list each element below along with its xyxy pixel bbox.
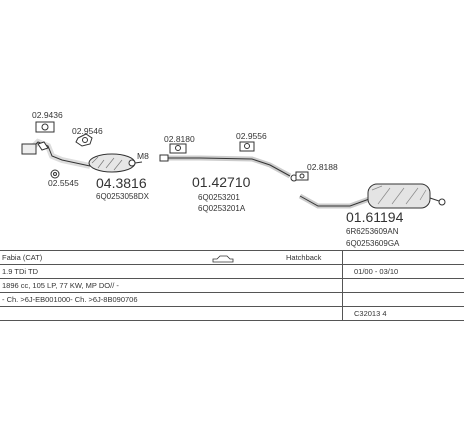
table-row-chassis: - Ch. >6J-EB001000- Ch. >6J-8B090706 bbox=[0, 294, 464, 305]
label-01-61194-oem2: 6Q0253609GA bbox=[346, 239, 400, 248]
code-cell: C32013 4 bbox=[354, 309, 387, 318]
body-type-cell: Hatchback bbox=[286, 253, 322, 262]
exhaust-parts-diagram: 02.9436 02.9546 02.5545 04.3816 6Q025305… bbox=[21, 110, 446, 248]
label-02-8180: 02.8180 bbox=[164, 134, 195, 144]
model-cell: Fabia (CAT) bbox=[2, 253, 43, 262]
chassis-cell: - Ch. >6J-EB001000- Ch. >6J-8B090706 bbox=[2, 295, 138, 304]
gasket-02-5545 bbox=[50, 169, 60, 179]
engine-cell: 1.9 TDi TD bbox=[2, 267, 38, 276]
years-cell: 01/00 - 03/10 bbox=[354, 267, 399, 276]
table-border-bottom bbox=[0, 320, 464, 321]
table-border-top bbox=[0, 250, 464, 251]
label-04-3816: 04.3816 bbox=[96, 175, 147, 191]
label-m8: M8 bbox=[137, 151, 149, 161]
label-04-oem: 6Q0253058DX bbox=[96, 192, 150, 201]
table-row-model: Fabia (CAT) Hatchback bbox=[0, 252, 464, 263]
label-01-61194: 01.61194 bbox=[346, 209, 404, 225]
label-01-42710-oem2: 6Q0253201A bbox=[198, 204, 246, 213]
rear-silencer bbox=[298, 183, 446, 209]
label-02-9556: 02.9556 bbox=[236, 131, 267, 141]
label-02-8188: 02.8188 bbox=[307, 162, 338, 172]
car-icon bbox=[212, 255, 234, 263]
table-row-code: C32013 4 bbox=[0, 308, 464, 319]
hanger-02-9556 bbox=[239, 141, 255, 152]
table-row-engine: 1.9 TDi TD 01/00 - 03/10 bbox=[0, 266, 464, 277]
table-divider bbox=[0, 278, 464, 279]
table-row-spec: 1896 cc, 105 LP, 77 KW, MP DO// - bbox=[0, 280, 464, 291]
front-pipe-catalyst bbox=[21, 138, 143, 173]
gasket-02-9546 bbox=[75, 133, 93, 147]
table-divider bbox=[0, 264, 464, 265]
spec-cell: 1896 cc, 105 LP, 77 KW, MP DO// - bbox=[2, 281, 119, 290]
hanger-02-8180 bbox=[169, 143, 187, 154]
table-divider bbox=[0, 306, 464, 307]
table-divider bbox=[0, 292, 464, 293]
label-01-42710: 01.42710 bbox=[192, 174, 251, 190]
label-01-61194-oem1: 6R6253609AN bbox=[346, 227, 399, 236]
hanger-02-8188 bbox=[295, 171, 309, 181]
label-02-9546: 02.9546 bbox=[72, 126, 103, 136]
clamp-02-9436 bbox=[35, 121, 55, 133]
label-01-42710-oem1: 6Q0253201 bbox=[198, 193, 240, 202]
label-02-5545: 02.5545 bbox=[48, 178, 79, 188]
label-02-9436: 02.9436 bbox=[32, 110, 63, 120]
table-column-divider bbox=[342, 250, 343, 320]
